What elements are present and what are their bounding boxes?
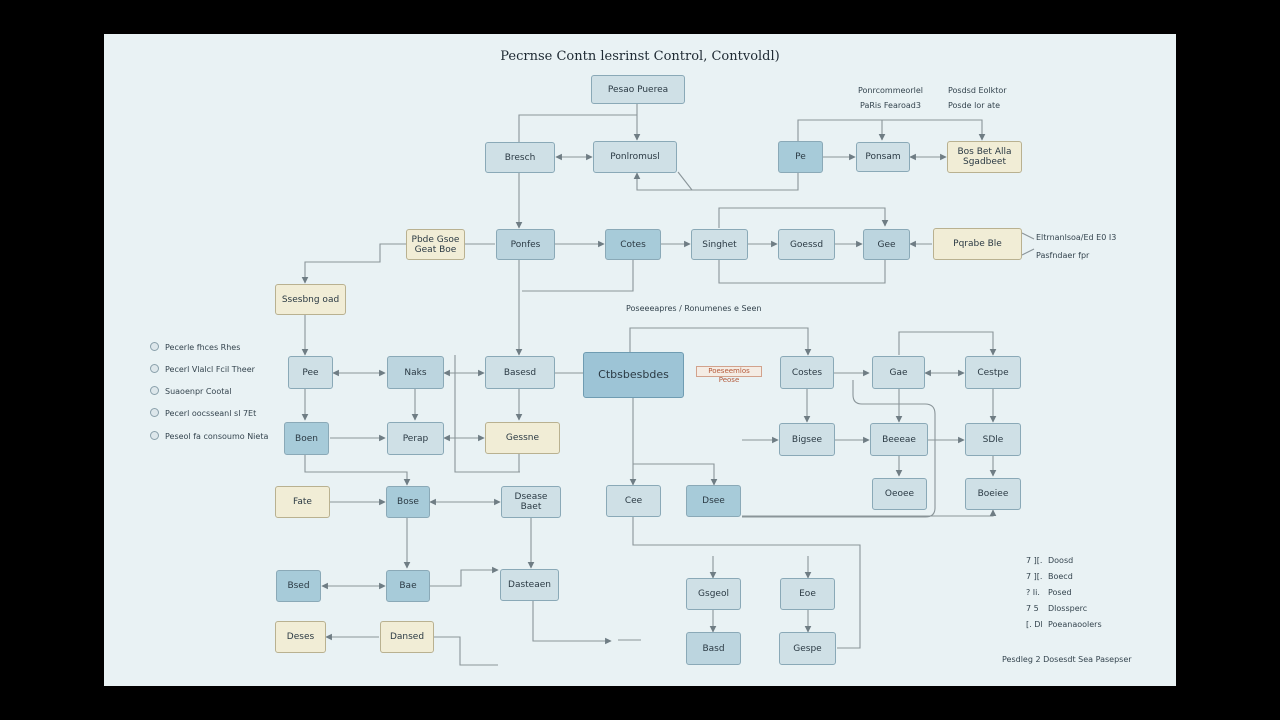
node-bae[interactable]: Bae: [386, 570, 430, 602]
center-note: Poseeeapres / Ronumenes e Seen: [626, 304, 762, 313]
node-dsee[interactable]: Dsee: [686, 485, 741, 517]
footer-caption: Pesdleg 2 Dosesdt Sea Pasepser: [1002, 655, 1132, 664]
legend-item: Suaoenpr Cootal: [150, 386, 231, 396]
node-gespe[interactable]: Gespe: [779, 632, 836, 665]
circle-icon: [150, 386, 159, 395]
node-bose[interactable]: Bose: [386, 486, 430, 518]
top-note: Ponrcommeorlel: [858, 86, 923, 95]
node-ponsam[interactable]: Ponsam: [856, 142, 910, 172]
node-goessd[interactable]: Goessd: [778, 229, 835, 260]
node-bresch[interactable]: Bresch: [485, 142, 555, 173]
node-bigsee[interactable]: Bigsee: [779, 423, 835, 456]
node-oeoee[interactable]: Oeoee: [872, 478, 927, 510]
right-note: Pasfndaer fpr: [1036, 251, 1090, 260]
circle-icon: [150, 364, 159, 373]
node-cestpe[interactable]: Cestpe: [965, 356, 1021, 389]
node-cee[interactable]: Cee: [606, 485, 661, 517]
node-gessne[interactable]: Gessne: [485, 422, 560, 454]
node-deses[interactable]: Deses: [275, 621, 326, 653]
right-note: Eltrnanlsoa/Ed E0 I3: [1036, 233, 1117, 242]
node-ponlromusl[interactable]: Ponlromusl: [593, 141, 677, 173]
circle-icon: [150, 342, 159, 351]
node-gee[interactable]: Gee: [863, 229, 910, 260]
node-perap[interactable]: Perap: [387, 422, 444, 455]
node-cotes[interactable]: Cotes: [605, 229, 661, 260]
node-top[interactable]: Pesao Puerea: [591, 75, 685, 104]
node-dansed[interactable]: Dansed: [380, 621, 434, 653]
node-bsed[interactable]: Bsed: [276, 570, 321, 602]
node-sdle[interactable]: SDle: [965, 423, 1021, 456]
node-costes[interactable]: Costes: [780, 356, 834, 389]
legend-item: Peseol fa consoumo Nieta: [150, 431, 268, 441]
node-boen[interactable]: Boen: [284, 422, 329, 455]
node-dsease[interactable]: Dsease Baet: [501, 486, 561, 518]
top-note: Posdsd Eolktor: [948, 86, 1007, 95]
node-bosbet[interactable]: Bos Bet Alla Sgadbeet: [947, 141, 1022, 173]
key-item: ? Ii.Posed: [1026, 588, 1072, 597]
key-item: 7 ][.Doosd: [1026, 556, 1074, 565]
circle-icon: [150, 408, 159, 417]
node-boeiee[interactable]: Boeiee: [965, 478, 1021, 510]
node-singhet[interactable]: Singhet: [691, 229, 748, 260]
node-pee[interactable]: Pee: [288, 356, 333, 389]
node-naks[interactable]: Naks: [387, 356, 444, 389]
annotation-tag: Poeseemlos Peose: [696, 366, 762, 384]
node-gsgeol[interactable]: Gsgeol: [686, 578, 741, 610]
node-main[interactable]: Ctbsbesbdes: [583, 352, 684, 398]
node-dasteaen[interactable]: Dasteaen: [500, 569, 559, 601]
node-ponfes[interactable]: Ponfes: [496, 229, 555, 260]
node-pbde[interactable]: Pbde Gsoe Geat Boe: [406, 229, 465, 260]
top-note: Posde lor ate: [948, 101, 1001, 110]
node-basesd[interactable]: Basesd: [485, 356, 555, 389]
top-note: PaRis Fearoad3: [860, 101, 921, 110]
circle-icon: [150, 431, 159, 440]
legend-item: Pecerle fhces Rhes: [150, 342, 240, 352]
legend-item: Pecerl Vlalcl Fcil Theer: [150, 364, 255, 374]
node-fate[interactable]: Fate: [275, 486, 330, 518]
node-sesbng[interactable]: Ssesbng oad: [275, 284, 346, 315]
node-basd[interactable]: Basd: [686, 632, 741, 665]
diagram-title: Pecrnse Contn lesrinst Control, Contvold…: [500, 49, 780, 64]
node-beeeae[interactable]: Beeeae: [870, 423, 928, 456]
legend-item: Pecerl oocsseanl sl 7Et: [150, 408, 256, 418]
node-eoe[interactable]: Eoe: [780, 578, 835, 610]
node-pe[interactable]: Pe: [778, 141, 823, 173]
key-item: 7 ][.Boecd: [1026, 572, 1073, 581]
node-pqrabe[interactable]: Pqrabe Ble: [933, 228, 1022, 260]
node-gae[interactable]: Gae: [872, 356, 925, 389]
